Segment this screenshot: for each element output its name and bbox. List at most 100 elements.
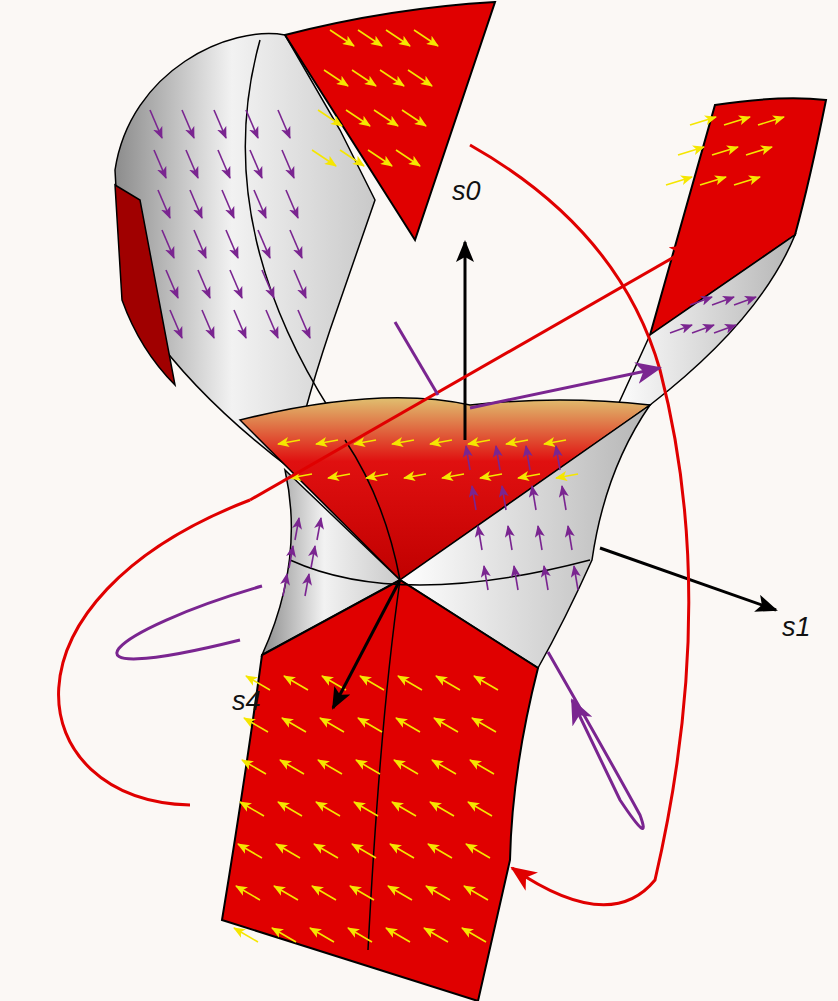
field-arrow <box>305 574 309 596</box>
field-arrow <box>352 844 376 858</box>
surface-red <box>222 580 538 1001</box>
field-arrow <box>746 147 772 155</box>
flow-line <box>470 145 689 905</box>
field-arrow <box>518 474 540 478</box>
field-arrow <box>318 760 342 774</box>
field-arrow <box>198 270 210 298</box>
field-arrow <box>556 474 578 478</box>
field-arrow <box>276 844 300 858</box>
field-arrow <box>226 230 238 258</box>
field-arrow <box>295 518 299 540</box>
field-arrow <box>170 310 182 338</box>
field-arrow <box>284 676 308 690</box>
field-arrow <box>234 928 258 942</box>
field-arrow <box>234 310 246 338</box>
axis-label: s4 <box>232 688 261 715</box>
field-arrow <box>317 518 321 540</box>
field-arrow <box>434 718 458 732</box>
field-arrow <box>464 886 488 900</box>
field-arrow <box>280 760 304 774</box>
field-arrow <box>568 526 572 550</box>
field-arrow <box>700 177 726 185</box>
field-arrow <box>532 486 536 510</box>
axis-arrow <box>333 580 400 708</box>
field-arrow <box>316 802 340 816</box>
field-arrow <box>282 718 306 732</box>
field-arrow <box>432 760 456 774</box>
field-arrow <box>312 886 336 900</box>
field-arrow <box>358 718 382 732</box>
field-arrow <box>244 718 268 732</box>
field-arrow <box>394 760 418 774</box>
field-arrow <box>426 886 450 900</box>
field-arrow <box>544 566 548 590</box>
field-arrow <box>238 844 262 858</box>
field-arrow <box>734 177 760 185</box>
field-arrow <box>414 30 438 46</box>
flow-line <box>250 245 695 500</box>
field-arrow <box>330 30 354 46</box>
field-arrow <box>348 928 372 942</box>
field-arrow <box>496 446 500 470</box>
field-arrow <box>690 117 716 125</box>
field-arrow <box>162 230 174 258</box>
field-arrow <box>278 110 290 138</box>
field-arrow <box>430 440 452 444</box>
field-arrow <box>396 718 420 732</box>
field-arrow <box>310 928 334 942</box>
field-arrow <box>278 802 302 816</box>
axis-arrow <box>464 242 467 440</box>
field-arrow <box>354 440 376 444</box>
field-arrow <box>230 270 242 298</box>
field-arrow <box>320 718 344 732</box>
field-arrow <box>150 110 162 138</box>
field-arrow <box>712 147 738 155</box>
field-arrow <box>690 297 712 305</box>
field-arrow <box>526 446 530 470</box>
field-arrow <box>346 110 370 126</box>
field-arrow <box>272 928 296 942</box>
field-arrow <box>214 110 226 138</box>
field-arrow <box>194 230 206 258</box>
field-arrow <box>502 486 506 510</box>
field-arrow <box>468 802 492 816</box>
field-arrow <box>380 70 404 86</box>
field-arrow <box>202 310 214 338</box>
field-arrow <box>538 526 542 550</box>
field-arrow <box>466 844 490 858</box>
field-arrow <box>544 440 566 444</box>
field-arrow <box>436 676 460 690</box>
field-arrow <box>714 325 736 333</box>
field-arrow <box>340 150 364 166</box>
field-arrow <box>360 676 384 690</box>
field-arrow <box>358 30 382 46</box>
flow-line <box>59 500 250 805</box>
field-arrow <box>262 270 274 298</box>
surface-red <box>115 185 175 385</box>
field-arrow <box>154 150 166 178</box>
field-arrow <box>442 474 464 478</box>
field-arrow <box>190 190 202 218</box>
field-arrow <box>222 190 234 218</box>
field-arrow <box>556 446 560 470</box>
field-arrow <box>470 760 494 774</box>
field-arrow <box>386 30 410 46</box>
field-arrow <box>472 486 476 510</box>
field-arrow <box>282 150 294 178</box>
field-arrow <box>462 928 486 942</box>
field-arrow <box>158 190 170 218</box>
field-arrow <box>266 310 278 338</box>
field-arrow <box>508 526 512 550</box>
field-arrow <box>258 230 270 258</box>
field-arrow <box>390 844 414 858</box>
field-arrow <box>290 230 302 258</box>
field-arrow <box>506 440 528 444</box>
field-arrow <box>404 474 426 478</box>
field-arrow <box>386 928 410 942</box>
axis-label: s1 <box>782 614 811 641</box>
flow-line <box>117 586 262 659</box>
field-arrow <box>388 886 412 900</box>
field-arrow <box>692 325 714 333</box>
field-arrow <box>724 117 750 125</box>
